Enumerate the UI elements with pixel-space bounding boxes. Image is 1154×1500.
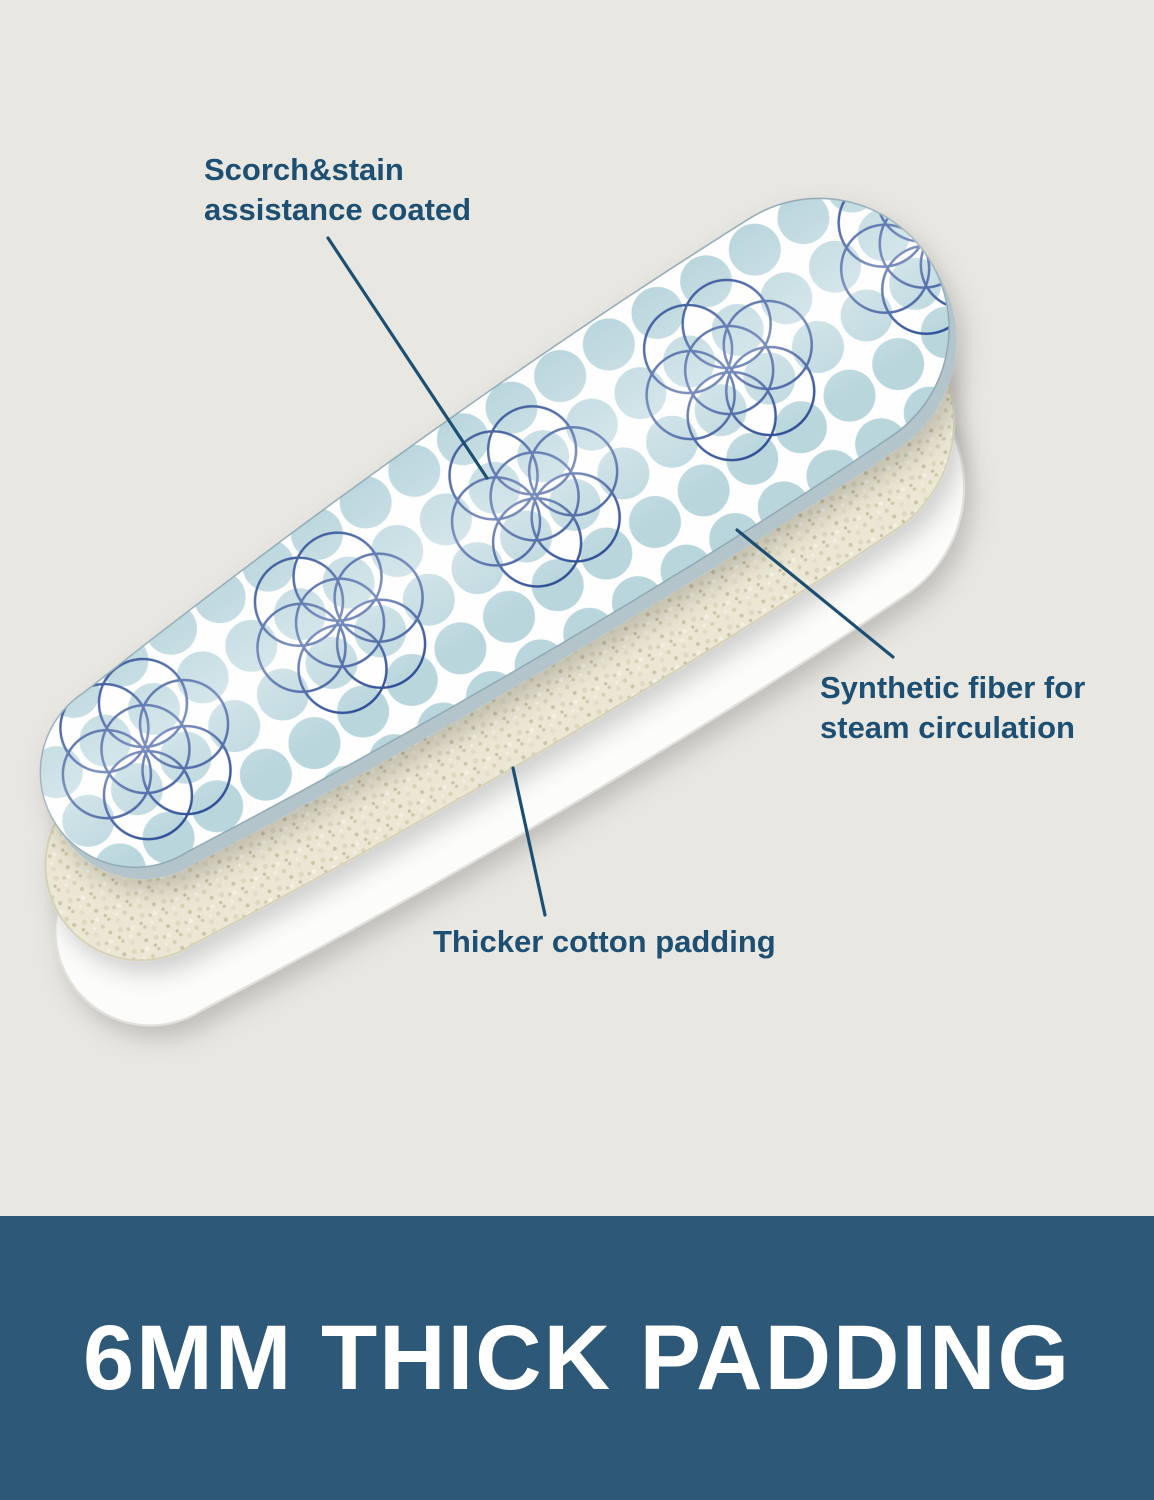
patterned-cover-layer: [39, 197, 957, 880]
leader-line-coating: [326, 236, 489, 480]
callout-label-padding: Thicker cotton padding: [433, 924, 776, 959]
callout-label-fiber: Synthetic fiber for steam circulation: [820, 670, 1086, 745]
leader-line-padding: [511, 766, 547, 917]
leader-line-fiber: [735, 528, 895, 659]
cover-sheen-highlight: [40, 198, 949, 868]
banner-title: 6MM THICK PADDING: [82, 1306, 1072, 1409]
callout-label-coating: Scorch&stain assistance coated: [204, 152, 472, 227]
banner: 6MM THICK PADDING: [0, 1216, 1154, 1500]
